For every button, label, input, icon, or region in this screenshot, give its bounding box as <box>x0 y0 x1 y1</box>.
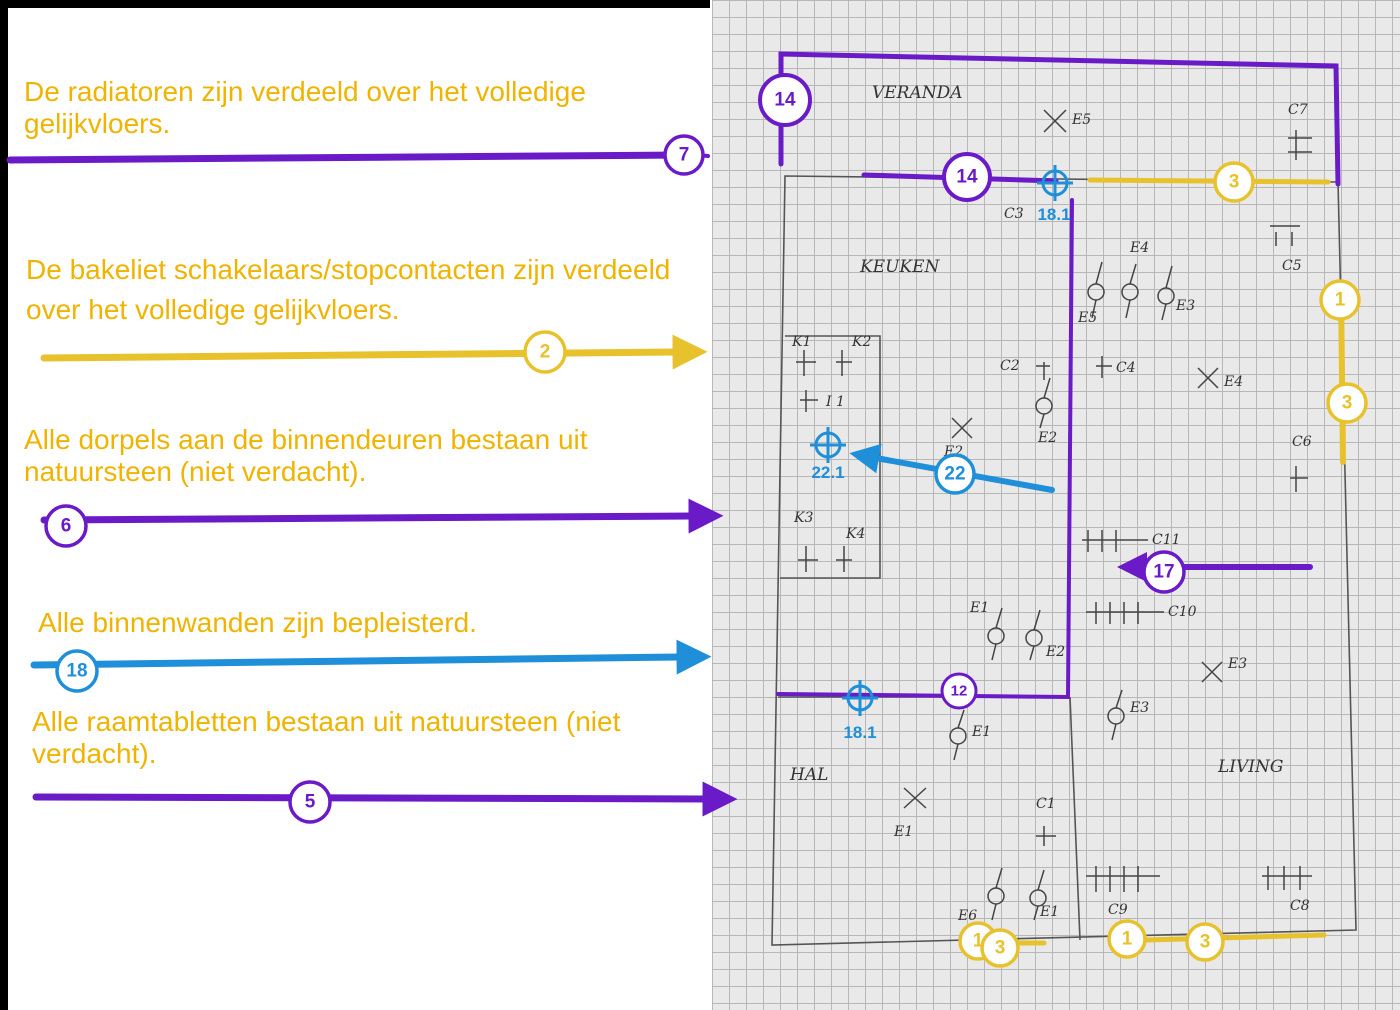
target-label-22-1: 22.1 <box>811 463 844 482</box>
note-sills: Alle raamtabletten bestaan uit natuurste… <box>32 706 621 769</box>
keuken-outline <box>776 198 1074 700</box>
veranda-outline <box>778 51 1341 187</box>
badge-14: 14 <box>758 73 812 127</box>
badge-number: 3 <box>995 938 1006 959</box>
legend-panel <box>0 0 710 1010</box>
badge-3: 3 <box>1326 382 1368 424</box>
annotation-lines <box>6 51 1346 946</box>
crosshair-icon <box>842 680 878 716</box>
badge-number: 3 <box>1342 393 1353 414</box>
badge-number: 14 <box>774 90 796 111</box>
room-label-veranda: VERANDA <box>872 83 963 103</box>
symbol-label: C1 <box>1036 796 1056 812</box>
badge-number: 6 <box>61 516 72 537</box>
arrow-line-18 <box>30 639 712 675</box>
target-label-18-1: 18.1 <box>1037 205 1070 224</box>
symbol-label: C8 <box>1290 898 1310 914</box>
symbol-label: C9 <box>1108 902 1128 918</box>
symbol-label: E4 <box>1223 374 1243 390</box>
room-label-hal: HAL <box>789 765 828 785</box>
symbol-label: E3 <box>1175 298 1195 314</box>
symbol-label: C5 <box>1282 258 1302 274</box>
symbol-label: C6 <box>1292 434 1312 450</box>
symbol-label: K1 <box>791 334 811 350</box>
badge-14: 14 <box>942 152 992 202</box>
symbol-label: K2 <box>851 334 871 350</box>
arrow-line-5 <box>32 781 738 817</box>
badge-3: 3 <box>1185 922 1225 962</box>
symbol-label: E3 <box>1227 656 1247 672</box>
badge-number: 3 <box>1200 932 1211 953</box>
badge-number: 7 <box>679 145 690 166</box>
badge-22: 22 <box>934 453 976 495</box>
plan-walls <box>771 175 1357 946</box>
badge-17: 17 <box>1142 550 1186 594</box>
badge-18: 18 <box>55 649 99 693</box>
symbol-label: E6 <box>957 908 977 924</box>
badge-7: 7 <box>663 134 705 176</box>
note-walls: Alle binnenwanden zijn bepleisterd. <box>38 607 477 638</box>
symbol-label: C7 <box>1288 102 1308 118</box>
badge-number: 17 <box>1153 562 1174 583</box>
room-label-keuken: KEUKEN <box>859 257 941 277</box>
badge-1: 1 <box>1319 279 1361 321</box>
badge-number: 5 <box>305 792 316 813</box>
symbol-label: E1 <box>1039 904 1059 920</box>
note-switches: De bakeliet schakelaars/stopcontacten zi… <box>26 254 671 325</box>
target-label-18-1: 18.1 <box>843 723 876 742</box>
badge-number: 14 <box>956 167 978 188</box>
symbol-label: C11 <box>1152 532 1181 548</box>
badge-number: 2 <box>540 342 551 363</box>
symbol-label: C3 <box>1004 206 1024 222</box>
symbol-label: E1 <box>893 824 913 840</box>
badge-number: 3 <box>1229 172 1240 193</box>
symbol-label: C2 <box>1000 358 1020 374</box>
badge-3: 3 <box>1213 161 1255 203</box>
crosshair-icon <box>1037 165 1073 201</box>
badge-number: 12 <box>951 683 968 700</box>
symbol-labels: E5 C7 C3 C5 E4 E5 E3 K1 K2 I 1 C2 C4 E4 … <box>791 102 1312 924</box>
symbol-label: C10 <box>1168 604 1197 620</box>
badge-2: 2 <box>523 330 567 374</box>
symbol-label: E5 <box>1077 310 1097 326</box>
badge-5: 5 <box>288 780 332 824</box>
symbol-label: E4 <box>1129 240 1149 256</box>
badge-number: 18 <box>66 661 87 682</box>
arrow-line-6 <box>40 498 724 534</box>
connector-line-7 <box>6 151 686 164</box>
note-thresholds: Alle dorpels aan de binnendeuren bestaan… <box>24 424 588 487</box>
symbol-label: E1 <box>969 600 989 616</box>
plan-symbols <box>796 109 1312 921</box>
badge-number: 1 <box>1122 929 1133 950</box>
badge-6: 6 <box>44 504 88 548</box>
symbol-label: E1 <box>971 724 991 740</box>
symbol-label: C4 <box>1116 360 1136 376</box>
badge-number: 1 <box>973 931 984 952</box>
badge-number: 1 <box>1335 290 1346 311</box>
badge-number: 22 <box>944 464 965 485</box>
crosshair-icon <box>810 427 846 463</box>
symbol-label: E3 <box>1129 700 1149 716</box>
graph-paper-sheet <box>712 0 1400 1010</box>
badge-3: 3 <box>980 928 1020 968</box>
symbol-label: K4 <box>845 526 865 542</box>
target-markers <box>810 165 1073 716</box>
symbol-label: E5 <box>1071 112 1091 128</box>
symbol-label: I 1 <box>825 394 845 410</box>
veranda-window-line <box>1087 177 1331 185</box>
symbol-label: K3 <box>793 510 813 526</box>
badge-1: 1 <box>1107 919 1147 959</box>
note-radiators: De radiatoren zijn verdeeld over het vol… <box>24 76 586 139</box>
arrow-line-2 <box>40 334 708 370</box>
symbol-label: E2 <box>1045 644 1065 660</box>
room-label-living: LIVING <box>1217 757 1283 777</box>
symbol-label: E2 <box>1037 430 1057 446</box>
badge-12: 12 <box>940 672 978 710</box>
